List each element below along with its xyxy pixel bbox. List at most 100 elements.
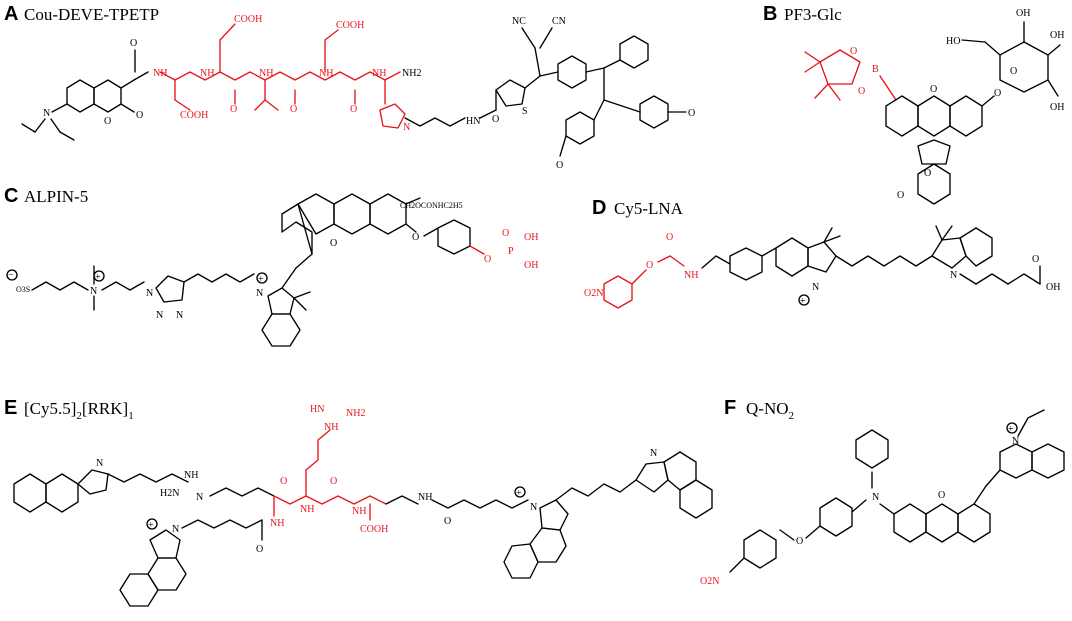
atom-o-e2: O — [330, 476, 337, 487]
atom-nh-4: NH — [319, 68, 333, 79]
atom-o-ether-f: O — [796, 536, 803, 547]
atom-n-indolium-d: N — [812, 282, 819, 293]
atom-nh-e4: NH — [352, 506, 366, 517]
atom-n-amine-a: N — [43, 108, 50, 119]
atom-nh-e3: NH — [324, 422, 338, 433]
panel-b: B PF3-Glc O O B O O O O O HO OH OH OH — [763, 3, 1064, 205]
atom-oh-3: OH — [1050, 102, 1064, 113]
atom-nh2-e3: NH2 — [346, 408, 365, 419]
charge-minus-icon — [6, 269, 18, 281]
atom-n-cy55-e2: N — [172, 524, 179, 535]
atom-o-linker: O — [492, 114, 499, 125]
panel-a: A Cou-DEVE-TPETP N O O O NH COOH NH COOH… — [4, 3, 695, 171]
sym-plus-e1: + — [148, 520, 154, 531]
atom-s-thiophene: S — [522, 106, 528, 117]
atom-o-2: O — [230, 104, 237, 115]
atom-n-quinolinium: N — [1012, 436, 1019, 447]
panel-d-letter: D — [592, 197, 606, 219]
atom-o-xanthene-f: O — [938, 490, 945, 501]
charge-plus-icon-e1 — [146, 518, 158, 530]
atom-n-triazole: N — [403, 122, 410, 133]
atom-cn: CN — [552, 16, 566, 27]
atom-so3: O3S — [16, 285, 30, 294]
atom-o-boronate-2: O — [858, 86, 865, 97]
atom-o-xanthene-c: O — [330, 238, 337, 249]
atom-n-guan-e1: N — [196, 492, 203, 503]
panel-e-letter: E — [4, 397, 17, 419]
coumarin-ring — [66, 79, 135, 113]
atom-p: P — [508, 246, 514, 257]
atom-nh-e1: NH — [270, 518, 284, 529]
atom-nh-3: NH — [259, 68, 273, 79]
atom-n-quat: N — [90, 286, 97, 297]
atom-oh-p1: OH — [524, 232, 538, 243]
atom-h2n-guan-e1: H2N — [160, 488, 179, 499]
charge-plus-icon-2 — [256, 272, 268, 284]
atom-o-lactone: O — [924, 168, 931, 179]
atom-hn-linker: HN — [466, 116, 480, 127]
panel-d-title: Cy5-LNA — [614, 199, 684, 218]
atom-o-e1: O — [280, 476, 287, 487]
atom-b: B — [872, 64, 879, 75]
panel-e-title: [Cy5.5]2[RRK]1 — [24, 399, 134, 422]
atom-o-boronate-1: O — [850, 46, 857, 57]
panel-a-letter: A — [4, 3, 18, 25]
atom-o-methoxy-2: O — [688, 108, 695, 119]
atom-o-methoxy-1: O — [556, 160, 563, 171]
atom-o-ether-c: O — [412, 232, 419, 243]
atom-o-carbonyl-d: O — [666, 232, 673, 243]
atom-o-p-double: O — [502, 228, 509, 239]
panel-b-title: PF3-Glc — [784, 5, 842, 24]
atom-oh-acid-d: OH — [1046, 282, 1060, 293]
atom-o2n-d: O2N — [584, 288, 603, 299]
atom-n-cy55-e1: N — [96, 458, 103, 469]
atom-o-carbonyl-a: O — [136, 110, 143, 121]
atom-o-4: O — [350, 104, 357, 115]
atom-o-amide-a: O — [130, 38, 137, 49]
panel-b-letter: B — [763, 3, 777, 25]
atom-n-triazole-c: N — [146, 288, 153, 299]
atom-nh-guan-e1: NH — [184, 470, 198, 481]
atom-o-glyco: O — [994, 88, 1001, 99]
atom-oh-2: OH — [1050, 30, 1064, 41]
atom-nh-e5: NH — [418, 492, 432, 503]
atom-o-carbamate-d: O — [646, 260, 653, 271]
atom-cooh-2: COOH — [234, 14, 262, 25]
charge-plus-icon-d — [798, 294, 810, 306]
atom-o-xanthene: O — [930, 84, 937, 95]
atom-n-indole-d: N — [950, 270, 957, 281]
panel-f: F Q-NO2 N + O N O O2N — [700, 397, 1065, 587]
atom-nc: NC — [512, 16, 526, 27]
atom-carbamate: CH2OCONHC2H5 — [400, 201, 463, 210]
sym-plus-c: + — [95, 272, 101, 283]
sym-plus-f: + — [1008, 424, 1014, 435]
panel-c-title: ALPIN-5 — [24, 187, 88, 206]
atom-nh-d: NH — [684, 270, 698, 281]
atom-o-phosphate: O — [484, 254, 491, 265]
atom-cooh-4: COOH — [336, 20, 364, 31]
panel-d: D Cy5-LNA O2N O O NH N + N O OH — [584, 197, 1060, 309]
peptide-chain-a — [159, 23, 406, 129]
atom-o-amide-e2: O — [444, 516, 451, 527]
atom-n-triazole-c2: N — [156, 310, 163, 321]
atom-n-cy55-e3: N — [530, 502, 537, 513]
atom-o-ring-a: O — [104, 116, 111, 127]
atom-hn-e3: HN — [310, 404, 324, 415]
atom-oh-1: OH — [1016, 8, 1030, 19]
atom-cooh-e: COOH — [360, 524, 388, 535]
atom-n-indolium-c: N — [256, 288, 263, 299]
atom-n-cy55-e4: N — [650, 448, 657, 459]
sym-plus-e2: + — [516, 488, 522, 499]
atom-n-amine-f: N — [872, 492, 879, 503]
panel-e: E [Cy5.5]2[RRK]1 N N + O NH H2N N NH O N… — [4, 397, 713, 607]
atom-o-carbonyl-b: O — [897, 190, 904, 201]
sym-plus-d: + — [800, 296, 806, 307]
panel-f-title: Q-NO2 — [746, 399, 794, 422]
atom-nh-e2: NH — [300, 504, 314, 515]
atom-o-acid-d: O — [1032, 254, 1039, 265]
atom-nh2-a: NH2 — [402, 68, 421, 79]
atom-o-3: O — [290, 104, 297, 115]
atom-o-pyranose: O — [1010, 66, 1017, 77]
atom-o-amide-e1: O — [256, 544, 263, 555]
